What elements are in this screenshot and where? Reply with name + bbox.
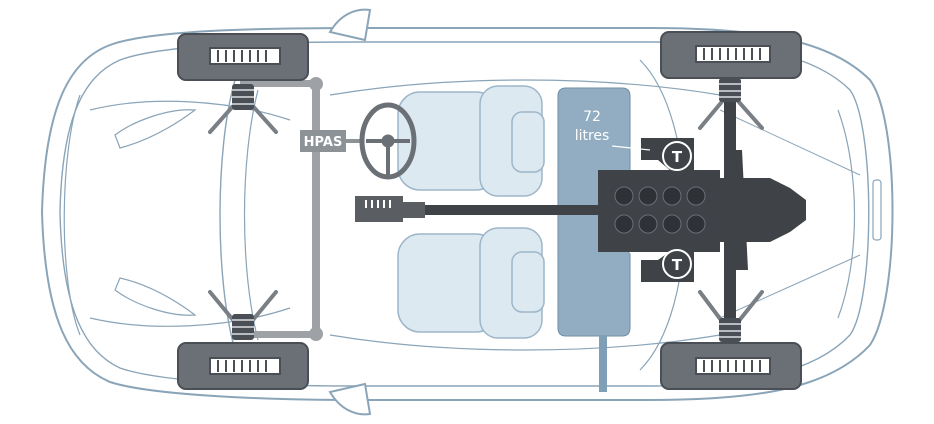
drive-shaft xyxy=(425,205,605,215)
rear-suspension xyxy=(698,78,764,342)
tyre-rear-right xyxy=(660,342,802,390)
gearbox-icon xyxy=(355,196,425,222)
cylinder xyxy=(638,214,658,234)
seat-upper xyxy=(397,85,545,197)
side-line-upper xyxy=(329,79,721,96)
fuel-leader-line xyxy=(611,145,651,151)
car-body xyxy=(40,27,894,401)
rear-diag-lower xyxy=(719,254,861,319)
side-line-lower xyxy=(329,334,721,351)
front-bumper-line xyxy=(63,94,81,336)
tyre-rear-left xyxy=(660,31,802,79)
hpas-label: HPAS xyxy=(304,135,343,150)
steering-wheel-icon xyxy=(359,102,417,180)
rear-deck-line xyxy=(837,109,856,319)
coil-spring-icon xyxy=(232,314,254,340)
tyre-front-right xyxy=(177,342,309,390)
windscreen-frame-inner xyxy=(243,89,259,341)
nose-crease-lower xyxy=(89,307,291,327)
body-outline xyxy=(40,27,894,401)
fuel-filler-pipe xyxy=(599,336,607,392)
seat-lower xyxy=(397,227,545,339)
rear-diag-upper xyxy=(719,109,861,176)
front-vent-upper xyxy=(114,109,197,149)
rear-light-slot xyxy=(872,179,882,241)
coil-spring-icon xyxy=(232,84,254,110)
rack-joint-upper xyxy=(309,77,323,91)
turbo-marker-upper: T xyxy=(672,148,683,166)
steering-rack xyxy=(312,85,320,335)
coil-spring-icon xyxy=(719,78,741,102)
cylinder xyxy=(614,186,634,206)
cylinder xyxy=(638,186,658,206)
fuel-capacity-value: 72 xyxy=(583,109,601,125)
coil-spring-icon xyxy=(719,318,741,342)
cylinder xyxy=(686,214,706,234)
front-link-lower xyxy=(240,331,318,338)
turbocharger-icon: T xyxy=(641,138,694,172)
front-vent-lower xyxy=(114,277,197,316)
front-suspension: HPAS xyxy=(208,77,362,341)
mirror-bottom xyxy=(328,382,372,416)
front-link-upper xyxy=(240,80,318,87)
cylinders xyxy=(614,186,706,234)
transmission-spine xyxy=(724,150,748,270)
fuel-capacity-unit: litres xyxy=(575,128,610,144)
seat-upper-headrest xyxy=(511,111,545,173)
hpas-label-box xyxy=(300,130,346,152)
nose-crease-upper xyxy=(89,100,291,121)
cylinder xyxy=(662,186,682,206)
cylinder xyxy=(686,186,706,206)
seat-lower-headrest xyxy=(511,251,545,313)
cylinder xyxy=(614,214,634,234)
turbocharger-icon: T xyxy=(641,249,694,282)
turbo-marker-lower: T xyxy=(672,256,683,274)
mirror-top xyxy=(328,8,372,42)
engine-block xyxy=(598,170,720,252)
cylinder xyxy=(662,214,682,234)
engine xyxy=(598,150,806,270)
tyre-front-left xyxy=(177,33,309,81)
rack-joint-lower xyxy=(309,327,323,341)
